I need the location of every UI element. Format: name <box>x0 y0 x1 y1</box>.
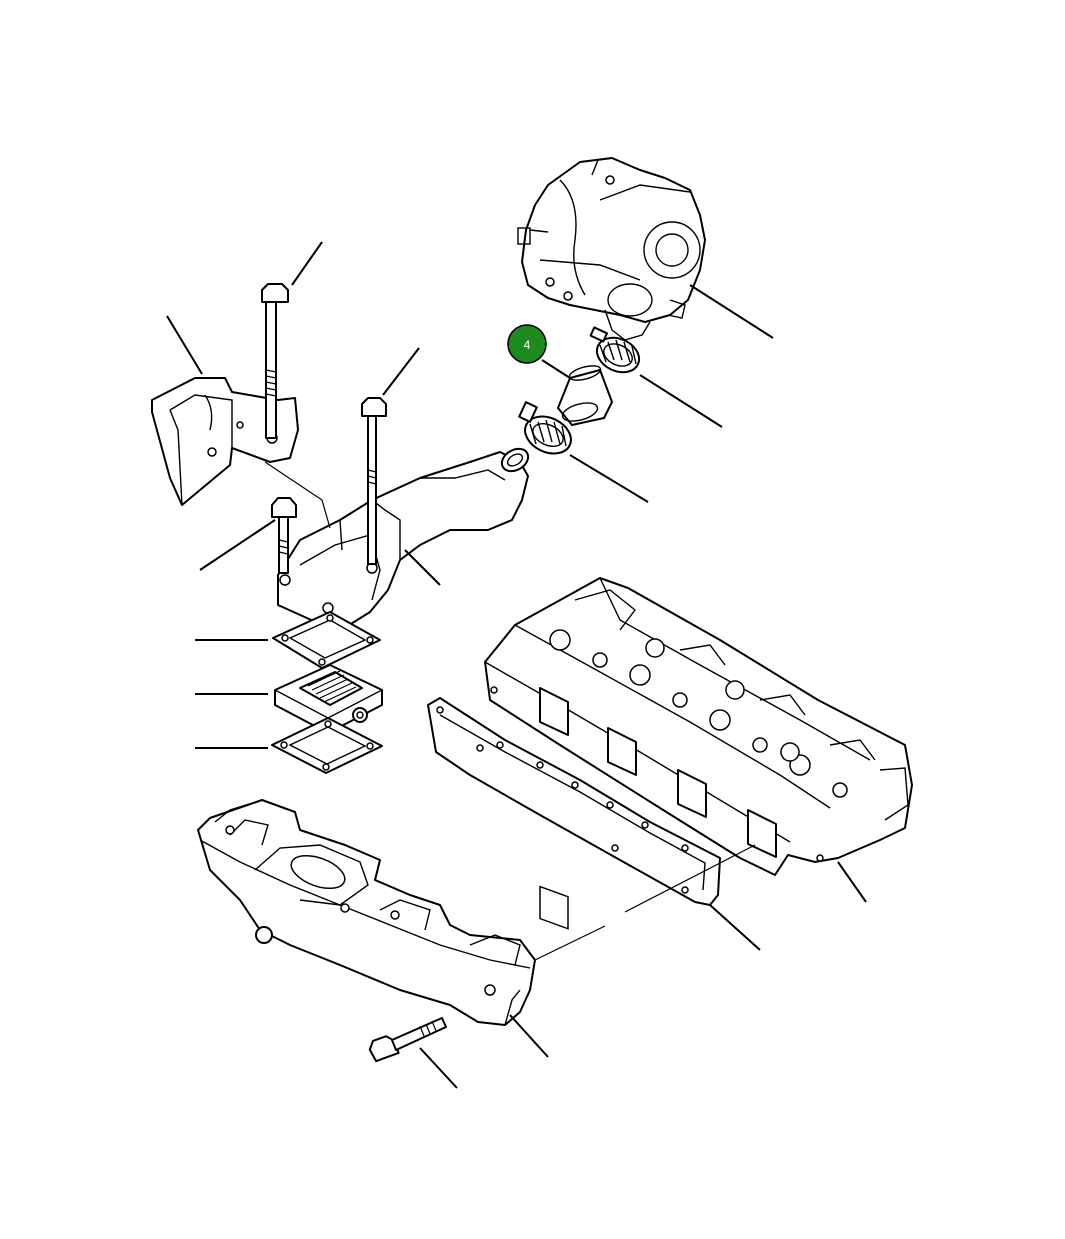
leader-manifold-bolt <box>419 1047 458 1089</box>
leader-manifold-gasket <box>709 904 761 951</box>
elbow-bolt-upper[interactable] <box>361 397 387 565</box>
bracket-elbow-link <box>264 461 331 529</box>
mounting-bracket[interactable] <box>151 377 299 506</box>
leader-cylinder-head <box>837 861 867 903</box>
leader-intake-manifold <box>509 1014 549 1058</box>
inlet-elbow-pipe[interactable] <box>277 444 532 633</box>
intake-hose[interactable] <box>557 363 613 426</box>
turbocharger[interactable] <box>517 157 706 341</box>
leader-elbow-pipe <box>404 549 441 586</box>
leader-bracket-bolt <box>291 241 323 286</box>
callout-4[interactable]: 4 <box>507 324 547 364</box>
leader-turbocharger <box>689 284 774 339</box>
lower-gasket[interactable] <box>271 717 383 774</box>
manifold-gasket[interactable] <box>427 697 721 906</box>
leader-elbow-bolt-upper <box>382 347 420 396</box>
leader-elbow-bolt-left <box>199 519 276 571</box>
elbow-bolt-left[interactable] <box>271 497 297 574</box>
manifold-head-link <box>534 844 756 961</box>
callout-4-circle[interactable] <box>507 324 547 364</box>
upper-hose-clamp[interactable] <box>589 326 645 378</box>
callout-4-label: 4 <box>524 338 531 352</box>
leader-upper-clamp <box>639 374 723 428</box>
upper-gasket[interactable] <box>272 611 381 669</box>
bracket-bolt[interactable] <box>261 283 289 439</box>
leader-lower-clamp <box>569 454 649 503</box>
intake-air-heater[interactable] <box>274 664 383 734</box>
cylinder-head[interactable] <box>484 577 913 930</box>
manifold-bolt[interactable] <box>367 1017 447 1063</box>
leader-bracket <box>166 315 203 375</box>
lower-hose-clamp[interactable] <box>518 401 577 460</box>
intake-manifold[interactable] <box>197 799 536 1026</box>
leader-hose-callout <box>541 359 571 379</box>
